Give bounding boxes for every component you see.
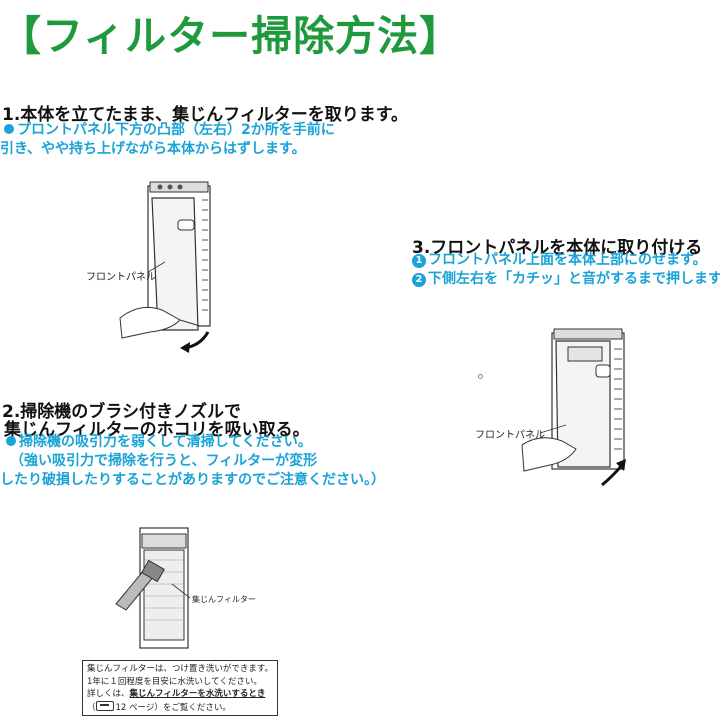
info-reference-link[interactable]: 集じんフィルターを水洗いするとき [129, 689, 266, 699]
step2-note-text1: 掃除機の吸引力を弱くして清掃してください。 [19, 434, 312, 450]
info-line3: 詳しくは、集じんフィルターを水洗いするとき [87, 688, 273, 701]
step3-item1-text: フロントパネル上面を本体上部にのせます。 [428, 252, 707, 268]
info-line1: 集じんフィルターは、つけ置き洗いができます。 [87, 664, 273, 674]
step3-heading: 3.フロントパネルを本体に取り付ける [412, 238, 703, 258]
step2-note-line3: したり破損したりすることがありますのでご注意ください。） [0, 472, 385, 488]
step2-heading-line1: 2.掃除機のブラシ付きノズルで [2, 402, 241, 422]
step1-note-line2: 引き、やや持ち上げながら本体からはずします。 [0, 141, 306, 157]
step2-heading-line2: 集じんフィルターのホコリを吸い取る。 [4, 420, 310, 440]
bullet-icon [4, 124, 14, 134]
page-reference-icon [95, 700, 114, 711]
step2-note-line1: 掃除機の吸引力を弱くして清掃してください。 [6, 433, 312, 452]
step2-illustration [115, 527, 191, 649]
page-title: 【フィルター掃除方法】 [0, 12, 462, 60]
step3-figure-label: フロントパネル [475, 430, 545, 441]
stray-dot [478, 374, 483, 379]
info-line2: 1年に１回程度を目安に水洗いしてください。 [87, 676, 262, 687]
bullet-icon [6, 436, 16, 446]
step3-item2-text: 下側左右を「カチッ」と音がするまで押します。 [428, 271, 720, 287]
step1-note-text1: プロントパネル下方の凸部（左右）2か所を手前に [17, 122, 335, 138]
step3-illustration [521, 328, 626, 487]
info-line4-text: 12 ページ）をご覧ください。 [115, 702, 231, 713]
info-line3-prefix: 詳しくは、 [87, 689, 130, 699]
step1-figure-label: フロントパネル [86, 272, 156, 283]
step-number-1-icon: 1 [412, 254, 426, 268]
info-line4: （ 12 ページ）をご覧ください。 [87, 700, 273, 715]
step2-note-line2: （強い吸引力で掃除を行うと、フィルターが変形 [10, 453, 318, 469]
step-number-2-icon: 2 [412, 273, 426, 287]
step1-note-line1: プロントパネル下方の凸部（左右）2か所を手前に [4, 121, 335, 140]
step1-illustration [119, 181, 211, 353]
info-box: 集じんフィルターは、つけ置き洗いができます。 1年に１回程度を目安に水洗いしてく… [82, 660, 278, 716]
info-line4-prefix: （ [87, 702, 96, 713]
step2-figure-label: 集じんフィルター [192, 595, 256, 604]
step1-heading: 1.本体を立てたまま、集じんフィルターを取ります。 [2, 105, 409, 125]
